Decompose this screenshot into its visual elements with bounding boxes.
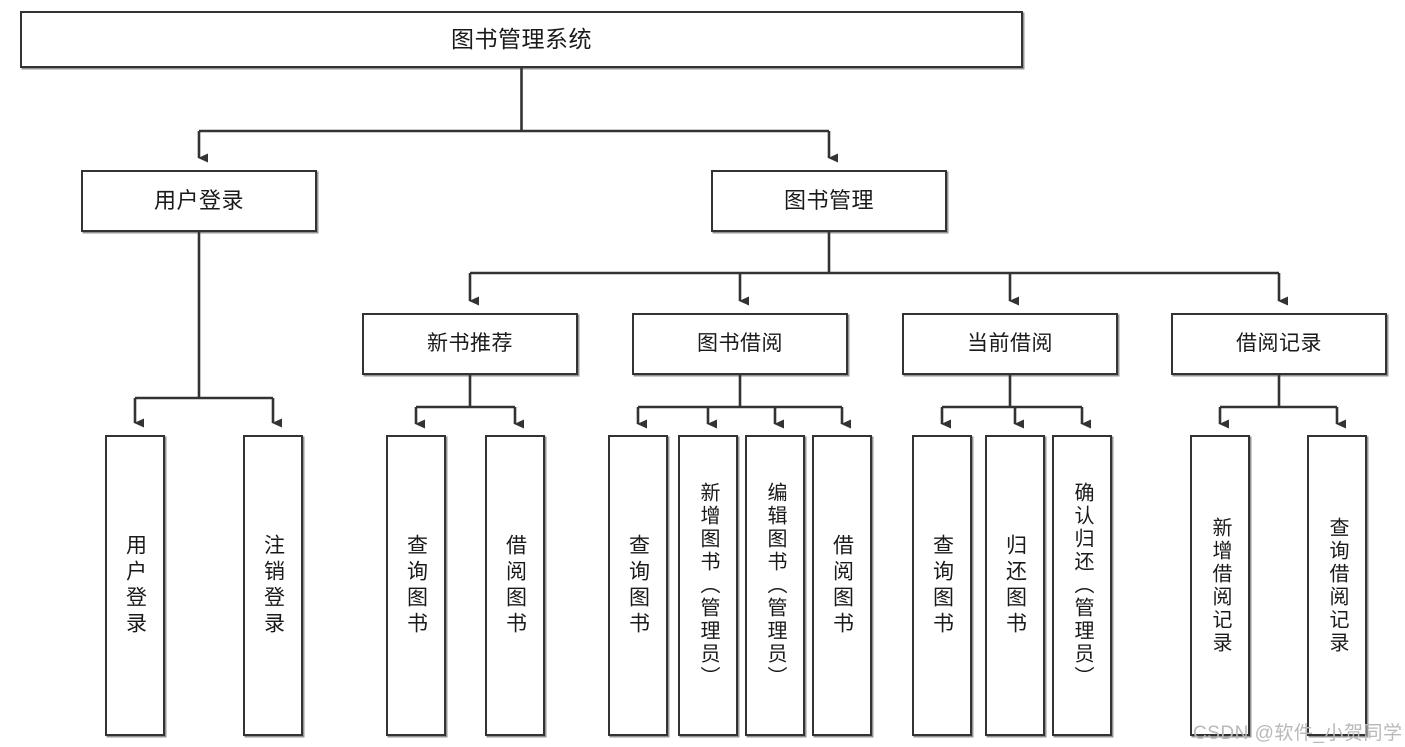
node-leaf-user-login[interactable]: 用户登录 [105, 435, 165, 736]
node-label: 借阅图书 [503, 533, 527, 638]
node-leaf-logout[interactable]: 注销登录 [243, 435, 303, 736]
node-new-book-recommend[interactable]: 新书推荐 [362, 313, 578, 375]
node-label: 编辑图书（管理员） [764, 482, 786, 689]
csdn-watermark: CSDN @软件_小贺同学 [1193, 718, 1402, 745]
node-leaf-query-books-borrow[interactable]: 查询图书 [608, 435, 668, 736]
node-borrow-records[interactable]: 借阅记录 [1171, 313, 1387, 375]
node-leaf-query-books-current[interactable]: 查询图书 [912, 435, 972, 736]
node-label: 注销登录 [261, 533, 285, 638]
node-leaf-query-books-recommend[interactable]: 查询图书 [386, 435, 446, 736]
node-label: 图书管理 [783, 188, 874, 214]
watermark-text: CSDN @软件_小贺同学 [1193, 723, 1403, 744]
node-leaf-borrow-book[interactable]: 借阅图书 [812, 435, 872, 736]
node-label: 查询借阅记录 [1326, 516, 1348, 655]
node-label: 当前借阅 [967, 331, 1053, 355]
node-leaf-return-book[interactable]: 归还图书 [985, 435, 1045, 736]
node-label: 图书借阅 [697, 331, 783, 355]
node-leaf-edit-book-admin[interactable]: 编辑图书（管理员） [745, 435, 805, 736]
node-leaf-query-borrow-record[interactable]: 查询借阅记录 [1307, 435, 1367, 736]
node-label: 查询图书 [626, 533, 650, 638]
node-label: 借阅图书 [830, 533, 854, 638]
node-book-management[interactable]: 图书管理 [711, 170, 947, 232]
node-label: 图书管理系统 [451, 25, 592, 52]
node-leaf-confirm-return-admin[interactable]: 确认归还（管理员） [1052, 435, 1112, 736]
node-label: 新书推荐 [427, 331, 513, 355]
node-label: 新增借阅记录 [1209, 516, 1231, 655]
node-user-login[interactable]: 用户登录 [81, 170, 317, 232]
node-label: 确认归还（管理员） [1071, 482, 1093, 689]
node-label: 用户登录 [123, 533, 147, 638]
node-label: 新增图书（管理员） [697, 482, 719, 689]
node-label: 借阅记录 [1236, 331, 1322, 355]
node-label: 查询图书 [930, 533, 954, 638]
node-leaf-add-borrow-record[interactable]: 新增借阅记录 [1190, 435, 1250, 736]
node-current-borrow[interactable]: 当前借阅 [902, 313, 1118, 375]
node-label: 归还图书 [1003, 533, 1027, 638]
node-book-borrow[interactable]: 图书借阅 [632, 313, 848, 375]
node-label: 用户登录 [153, 188, 244, 214]
node-root-system[interactable]: 图书管理系统 [20, 11, 1023, 68]
node-leaf-borrow-books-recommend[interactable]: 借阅图书 [485, 435, 545, 736]
node-label: 查询图书 [404, 533, 428, 638]
node-leaf-add-book-admin[interactable]: 新增图书（管理员） [678, 435, 738, 736]
